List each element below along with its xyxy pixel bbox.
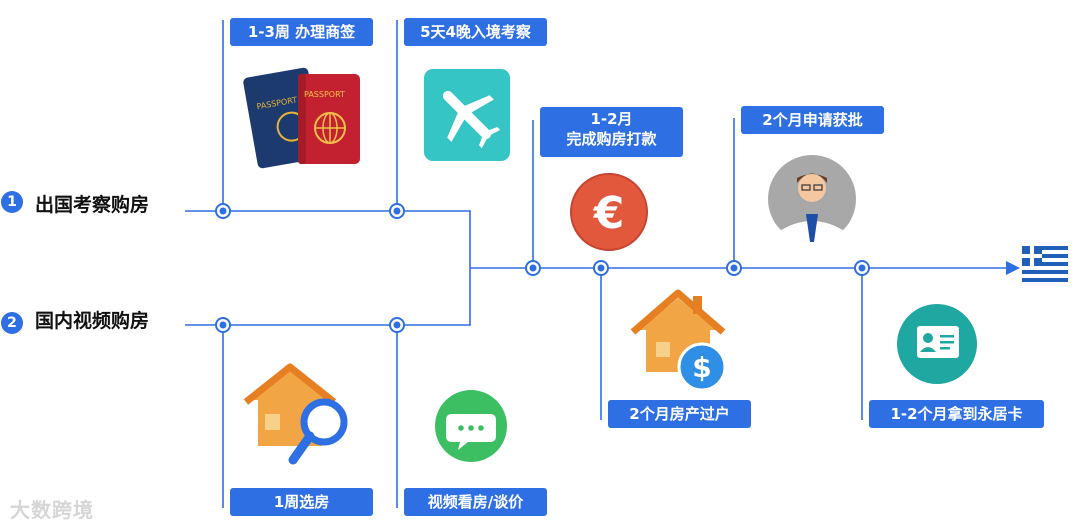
airplane-icon <box>424 69 510 161</box>
step-payment-label: 1-2月 完成购房打款 <box>540 107 683 157</box>
node <box>215 317 231 333</box>
svg-text:€: € <box>593 188 625 239</box>
node <box>726 260 742 276</box>
step-trip-label: 5天4晚入境考察 <box>404 18 547 46</box>
chat-bubble-icon <box>435 390 507 462</box>
node <box>389 203 405 219</box>
timeline-nodes <box>215 203 870 333</box>
euro-coin-icon: € <box>570 173 648 251</box>
overseas-path-line <box>185 210 471 268</box>
step-residence-label: 1-2个月拿到永居卡 <box>869 400 1044 428</box>
greece-flag-icon <box>1022 246 1068 282</box>
step-payment-line1: 1-2月 <box>590 110 633 128</box>
path-overseas-label: 出国考察购房 <box>35 194 150 216</box>
step-payment-line2: 完成购房打款 <box>566 130 657 148</box>
step-transfer-label: 2个月房产过户 <box>608 400 751 428</box>
step-approval-label: 2个月申请获批 <box>741 106 884 134</box>
official-person-icon <box>768 155 856 248</box>
passport-icon: PASSPORT PASSPORT <box>243 67 360 169</box>
svg-text:$: $ <box>692 351 711 384</box>
house-search-icon <box>243 363 348 465</box>
connector-lines <box>185 20 1020 508</box>
node <box>525 260 541 276</box>
path-domestic-number: 2 <box>1 312 23 334</box>
path-domestic-label: 国内视频购房 <box>35 310 150 332</box>
step-select-label: 1周选房 <box>230 488 373 516</box>
step-video-label: 视频看房/谈价 <box>404 488 547 516</box>
node <box>854 260 870 276</box>
step-visa-label: 1-3周 办理商签 <box>230 18 373 46</box>
path-overseas-number: 1 <box>1 191 23 213</box>
watermark: 大数跨境 <box>10 498 94 522</box>
node <box>389 317 405 333</box>
node <box>215 203 231 219</box>
house-dollar-icon: $ <box>630 289 727 392</box>
residence-card-icon <box>897 304 977 384</box>
domestic-path-line <box>185 268 471 326</box>
passport-back-text: PASSPORT <box>304 90 345 99</box>
node <box>593 260 609 276</box>
